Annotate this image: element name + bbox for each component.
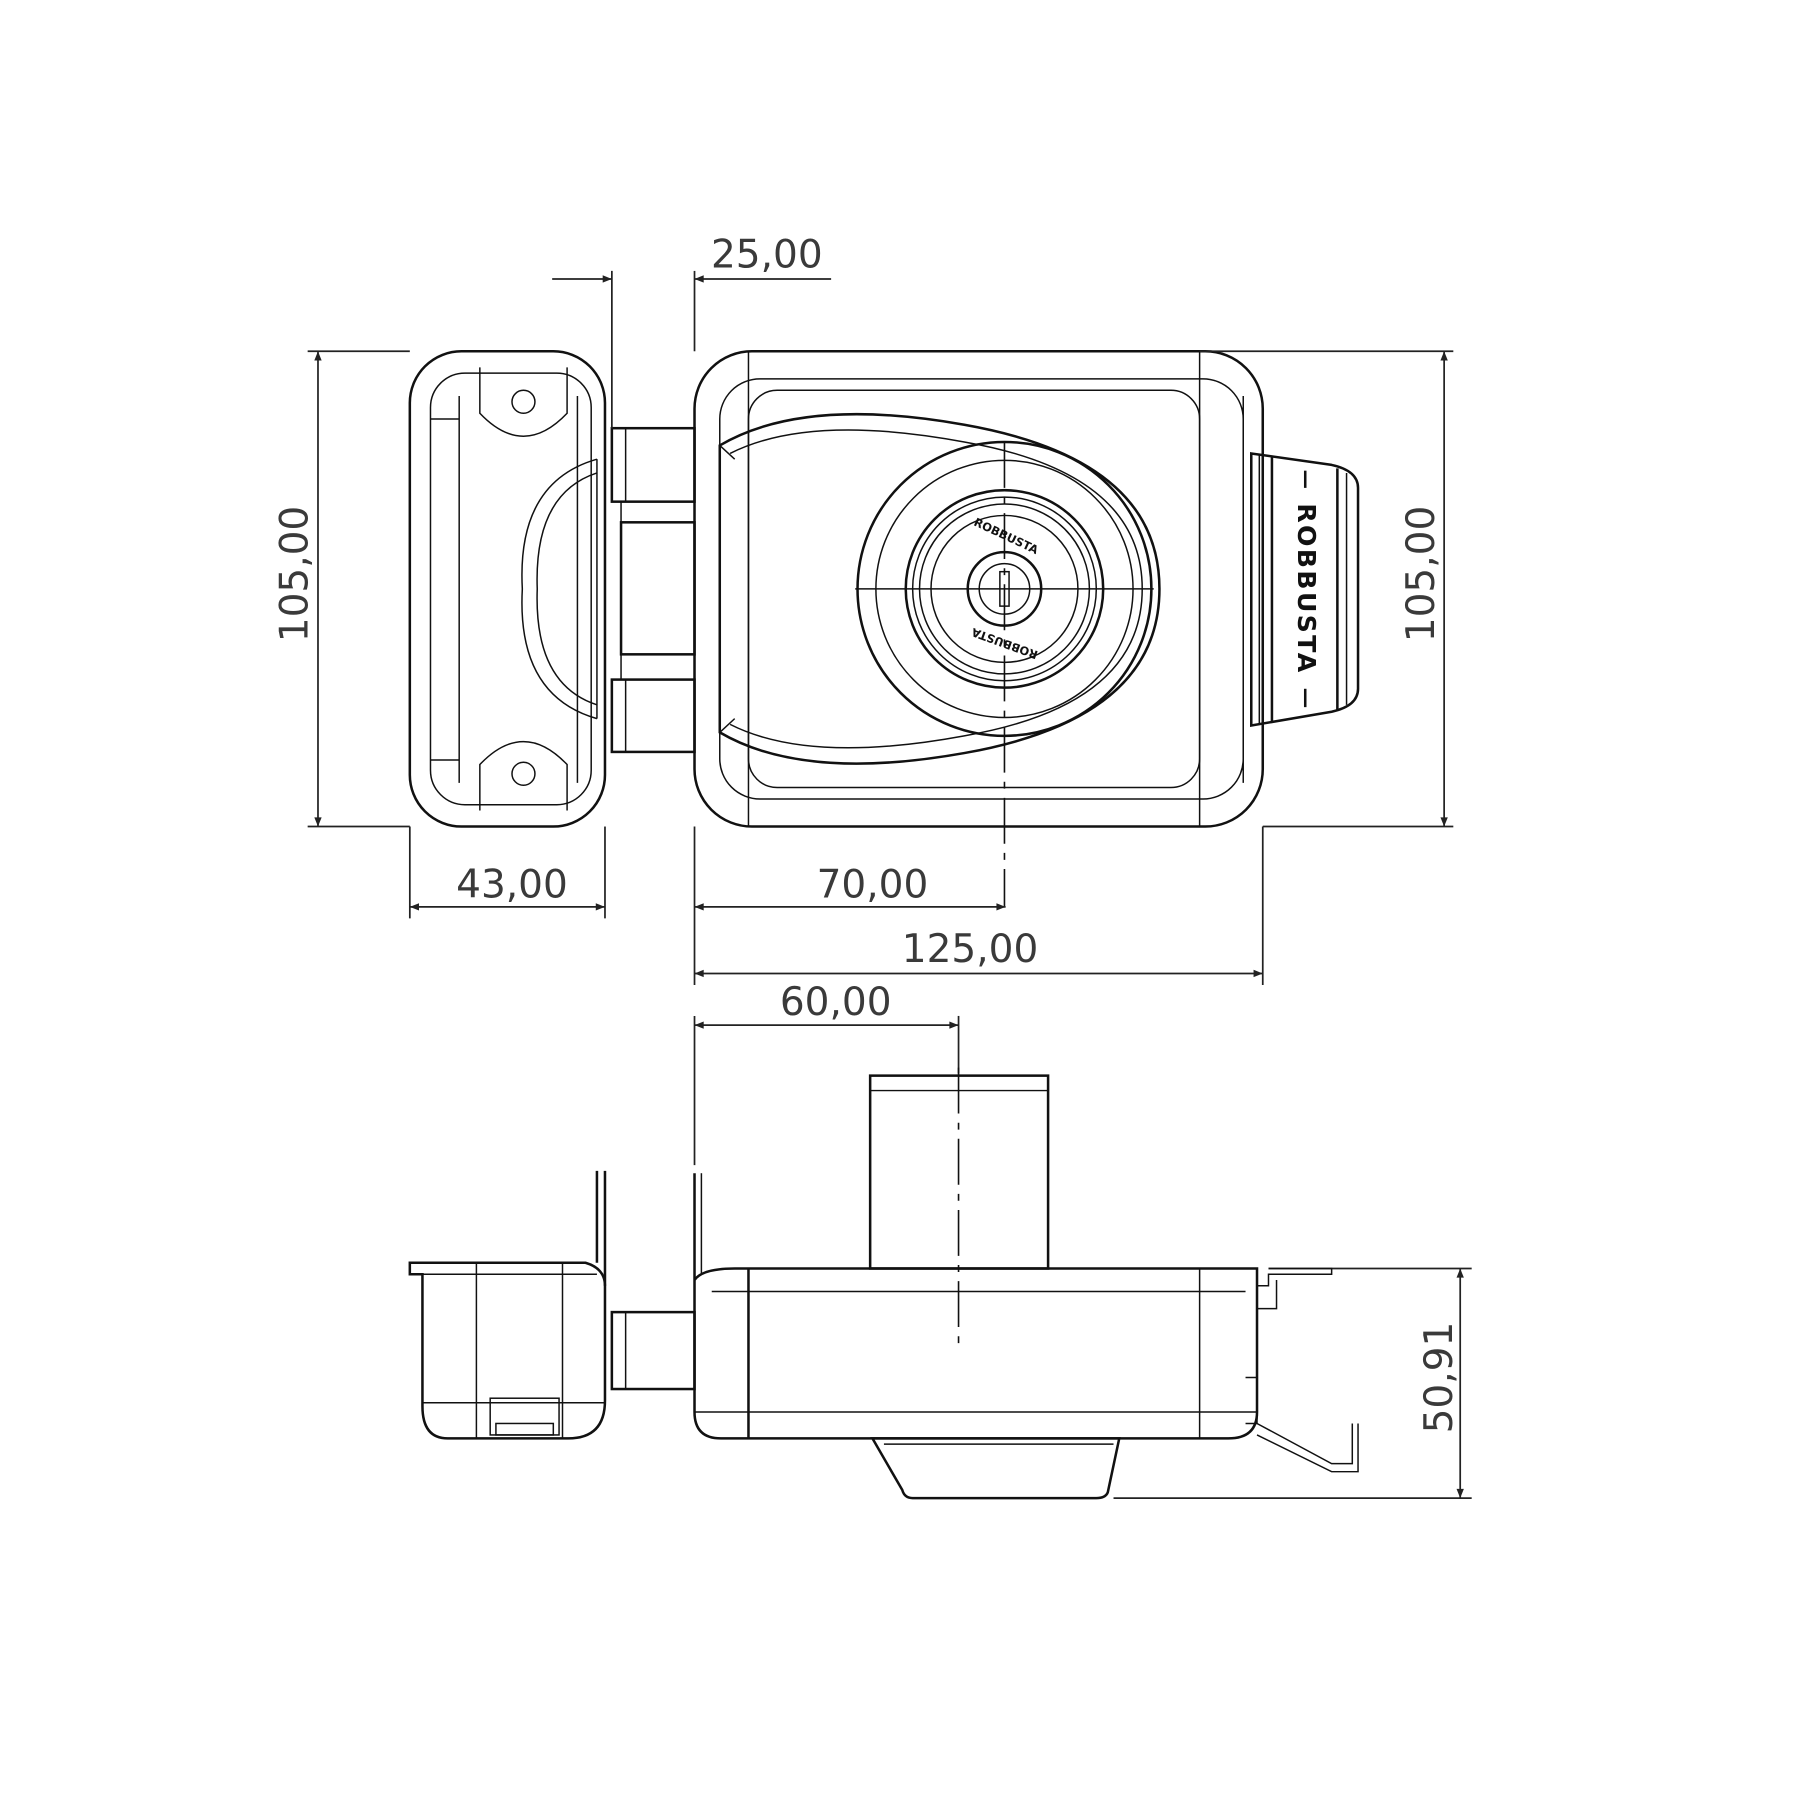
dim-bolt-throw: 25,00	[711, 232, 823, 277]
button-brand-label: ROBBUSTA	[1292, 503, 1321, 674]
dim-height-left: 105,00	[273, 506, 318, 643]
dim-keeper-width: 43,00	[456, 863, 568, 908]
lock-body-side	[693, 1067, 1359, 1500]
bolt-front	[610, 426, 696, 754]
dimensions-front: 25,00 105,00 105,00 43,00 70,00 125,00 6…	[273, 232, 1472, 1499]
dim-body-width: 125,00	[902, 927, 1039, 972]
release-button: ROBBUSTA	[1250, 451, 1360, 728]
dim-cylinder-offset: 70,00	[817, 863, 929, 908]
dim-depth: 50,91	[1417, 1322, 1462, 1434]
dim-side-cylinder-offset: 60,00	[780, 980, 892, 1025]
dim-height-right: 105,00	[1399, 506, 1444, 643]
cylinder-brand-top: ROBBUSTA	[972, 515, 1041, 557]
screw-hole-icon	[511, 761, 536, 786]
lock-body-front: ROBBUSTA ROBBUSTA	[693, 350, 1265, 907]
keeper-front	[408, 350, 607, 828]
side-view	[408, 1067, 1359, 1500]
keeper-side	[408, 1170, 607, 1440]
front-view: ROBBUSTA ROBBUSTA ROBBUSTA	[408, 350, 1360, 907]
screw-hole-icon	[511, 389, 536, 415]
bolt-side	[610, 1310, 696, 1391]
